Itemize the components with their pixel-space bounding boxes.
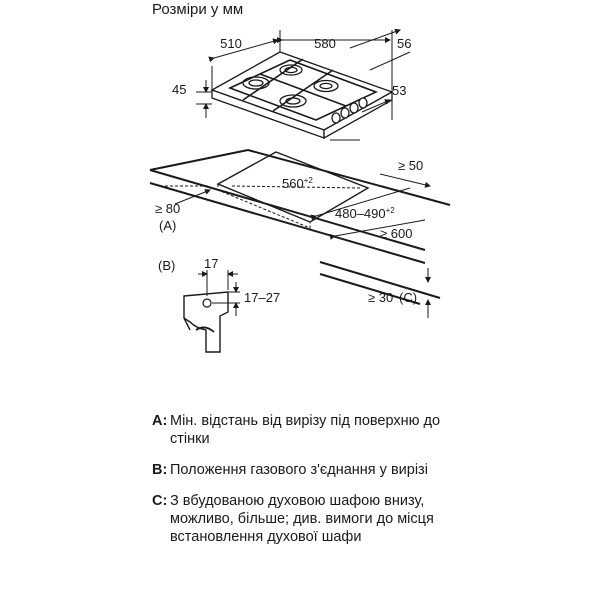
legend: A: Мін. відстань від вирізу під поверхню…: [152, 412, 452, 546]
dim-480-490-tolerance: +2: [386, 206, 396, 215]
dim-560: 560+2: [282, 176, 313, 191]
dim-560-value: 560: [282, 176, 304, 191]
knob-icon: [331, 97, 368, 124]
legend-key: A:: [152, 413, 168, 429]
legend-key: B:: [152, 462, 168, 478]
dim-45: 45: [172, 82, 186, 97]
burner-icon: [242, 76, 270, 90]
dim-56: 56: [397, 36, 411, 51]
legend-text: З вбудованою духовою шафою внизу, можлив…: [170, 493, 434, 545]
dim-min-600: ≥ 600: [380, 226, 412, 241]
dim-min-80: ≥ 80: [155, 201, 180, 216]
dim-580: 580: [314, 36, 336, 51]
legend-text: Положення газового з'єднання у вирізі: [170, 462, 428, 478]
dim-480-490-value: 480–490: [335, 206, 386, 221]
callout-a: (A): [159, 218, 176, 233]
dim-510: 510: [220, 36, 242, 51]
dim-560-tolerance: +2: [304, 176, 314, 185]
legend-item-a: A: Мін. відстань від вирізу під поверхню…: [152, 412, 452, 448]
legend-key: C:: [152, 493, 168, 509]
dim-min-50: ≥ 50: [398, 158, 423, 173]
burner-icon: [279, 94, 307, 108]
callout-b: (B): [158, 258, 175, 273]
burner-icon: [313, 79, 339, 93]
dim-17: 17: [204, 256, 218, 271]
legend-text: Мін. відстань від вирізу під поверхню до…: [170, 413, 441, 447]
gas-connector-icon: [202, 298, 212, 308]
burner-icon: [279, 64, 303, 76]
legend-item-c: C: З вбудованою духовою шафою внизу, мож…: [152, 492, 452, 546]
installation-dimensions-diagram: 510 580 56 45 53 ≥ 50 560+2 480–490+2 ≥ …: [149, 28, 451, 353]
hob-illustration: [210, 51, 394, 140]
gas-connection-detail: [183, 291, 229, 353]
dim-480-490: 480–490+2: [335, 206, 395, 221]
worktop-section: [319, 261, 441, 305]
diagram-title: Розміри у мм: [152, 1, 244, 18]
dim-17-27: 17–27: [244, 290, 280, 305]
callout-c: (C): [399, 290, 417, 305]
legend-item-b: B: Положення газового з'єднання у вирізі: [152, 461, 452, 479]
dim-53: 53: [392, 83, 406, 98]
dim-min-30: ≥ 30: [368, 290, 393, 305]
worktop-illustration: [149, 149, 451, 264]
